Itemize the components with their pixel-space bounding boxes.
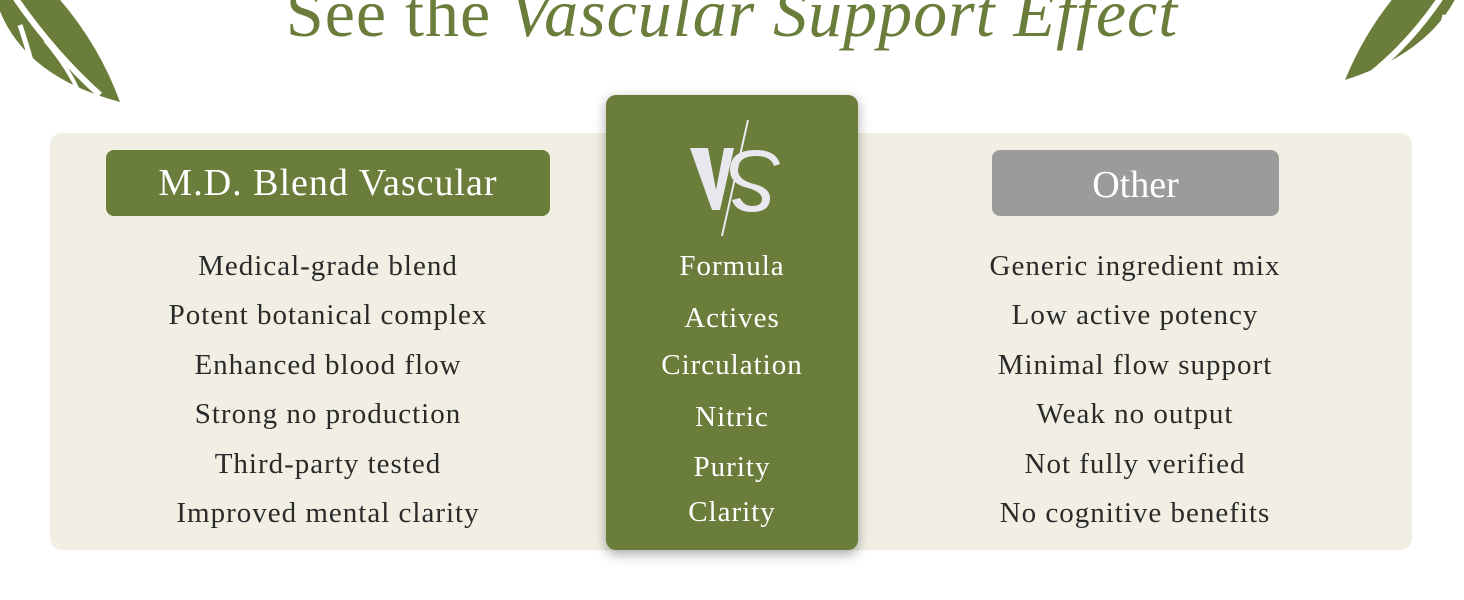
mid-row-2: Actives: [684, 302, 780, 334]
right-row-1: Generic ingredient mix: [989, 250, 1281, 282]
left-row-4: Strong no production: [194, 398, 462, 430]
mid-row-5: Purity: [693, 451, 771, 483]
mid-row-4: Nitric: [695, 401, 769, 433]
left-row-6: Improved mental clarity: [176, 497, 480, 529]
left-row-5: Third-party tested: [214, 448, 442, 480]
vs-icon: VS: [690, 119, 780, 237]
other-header-badge: Other: [992, 150, 1279, 216]
page-title: See the Vascular Support Effect: [0, 0, 1464, 53]
left-row-1: Medical-grade blend: [198, 250, 458, 282]
left-row-3: Enhanced blood flow: [194, 349, 462, 381]
right-row-6: No cognitive benefits: [999, 497, 1271, 529]
right-row-3: Minimal flow support: [997, 349, 1273, 381]
mid-row-6: Clarity: [688, 496, 776, 528]
right-row-5: Not fully verified: [1024, 448, 1246, 480]
leaf-decoration-right-icon: [1345, 0, 1455, 86]
right-row-4: Weak no output: [1036, 398, 1234, 430]
mid-row-3: Circulation: [661, 349, 803, 381]
title-italic: Vascular Support Effect: [509, 0, 1179, 51]
title-prefix: See the: [285, 0, 510, 51]
left-row-2: Potent botanical complex: [168, 299, 488, 331]
right-row-2: Low active potency: [1011, 299, 1259, 331]
brand-header-badge: M.D. Blend Vascular: [106, 150, 550, 216]
mid-row-1: Formula: [679, 250, 785, 282]
leaf-decoration-left-icon: [0, 0, 120, 102]
